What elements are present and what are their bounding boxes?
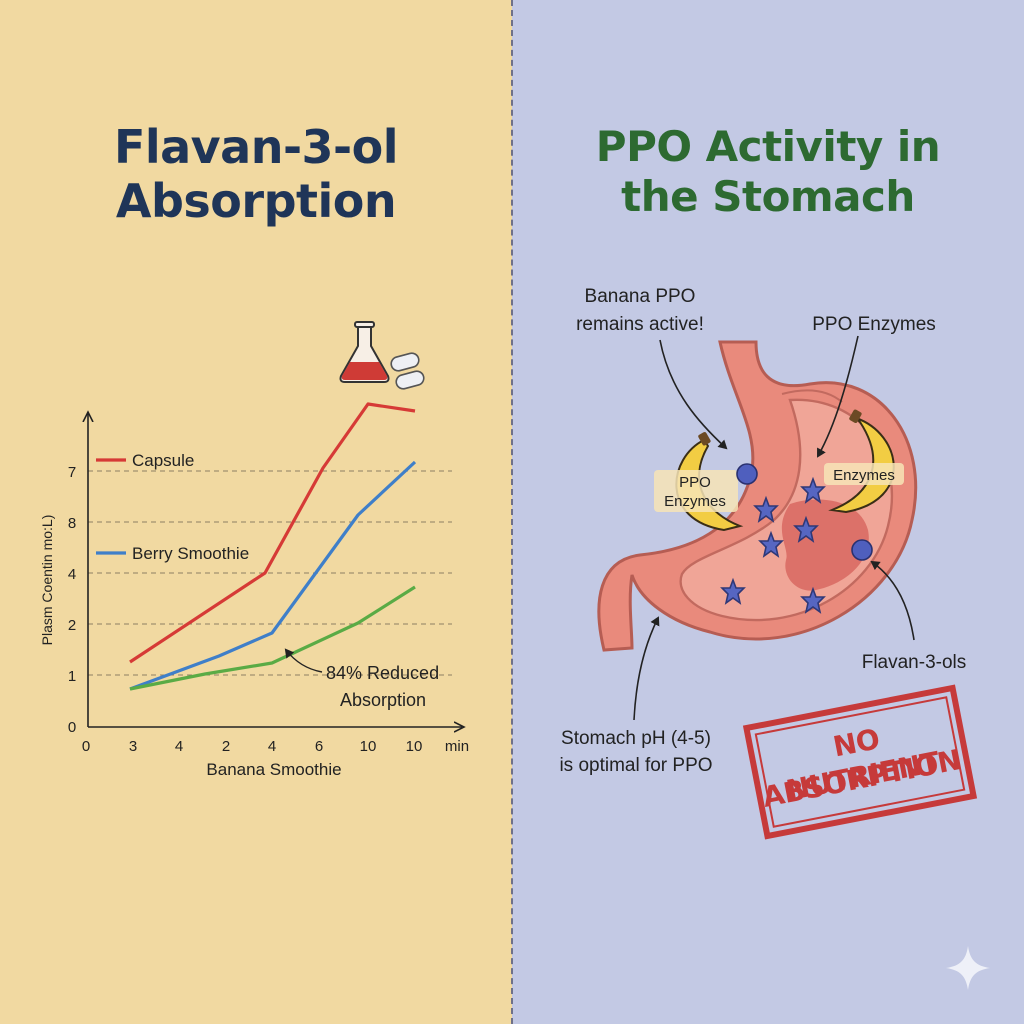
callout-arrow <box>870 560 915 641</box>
left-title-line-1: Flavan-3-ol <box>113 120 399 174</box>
flavan-3-ols-label: Flavan-3-ols <box>862 652 967 673</box>
annotation-line-2: Absorption <box>340 690 426 710</box>
y-axis-label: Plasm Coentin mo:L) <box>39 515 55 646</box>
reduced-absorption-annotation: 84% Reduced Absorption <box>284 648 439 710</box>
banana-label-bg <box>654 470 738 512</box>
berry-icon <box>736 463 758 485</box>
y-tick-label: 7 <box>68 464 76 481</box>
enzyme-star-icon <box>720 577 746 605</box>
left-panel <box>0 0 512 1024</box>
x-tick-label: 4 <box>175 738 183 755</box>
series-line-berry-smoothie <box>129 460 417 691</box>
banana-ppo-label-line-2: remains active! <box>576 314 704 335</box>
enzyme-star-icon <box>800 476 826 504</box>
panel-divider <box>511 0 513 1024</box>
stomach-labels: Banana PPO remains active! PPO Enzymes P… <box>559 286 966 776</box>
y-tick-label: 2 <box>68 617 76 634</box>
absorption-chart: 0 1 2 4 8 7 0 3 4 2 4 6 10 10 min Banana… <box>39 321 469 779</box>
y-tick-label: 8 <box>68 515 76 532</box>
x-tick-label: 0 <box>82 738 90 755</box>
x-tick-label: 2 <box>222 738 230 755</box>
enzyme-star-icon <box>758 530 784 558</box>
series-line-capsule <box>129 402 416 664</box>
stomach-illustration: Banana PPO remains active! PPO Enzymes P… <box>559 286 966 776</box>
left-title-line-2: Absorption <box>115 174 397 228</box>
sparkle-icon <box>946 946 990 990</box>
stomach-ph-label-line-2: is optimal for PPO <box>559 755 712 776</box>
flask-and-pills-icon <box>339 321 425 390</box>
right-title-line-1: PPO Activity in <box>595 122 941 171</box>
x-tick-label: 6 <box>315 738 323 755</box>
legend: Capsule Berry Smoothie <box>96 451 249 563</box>
annotation-line-1: 84% Reduced <box>326 663 439 683</box>
y-tick-label: 1 <box>68 668 76 685</box>
right-title-line-2: the Stomach <box>621 172 915 221</box>
banana-left-label-line-2: Enzymes <box>664 493 726 510</box>
stomach-fold <box>781 389 843 403</box>
x-tick-label: 4 <box>268 738 276 755</box>
banana-label-bg <box>824 463 904 485</box>
callout-arrow <box>817 335 859 458</box>
enzyme-star-icon <box>793 515 819 543</box>
callout-arrow <box>659 339 728 450</box>
legend-label-berry-smoothie: Berry Smoothie <box>132 544 249 563</box>
left-title: Flavan-3-ol Absorption <box>0 120 512 228</box>
x-tick-label: 10 <box>406 738 423 755</box>
ppo-enzymes-label: PPO Enzymes <box>812 314 936 335</box>
gridlines <box>88 470 452 676</box>
banana-icon <box>828 409 895 514</box>
enzyme-star-icon <box>753 495 779 523</box>
stomach-ph-label-line-1: Stomach pH (4-5) <box>561 728 711 749</box>
y-tick-labels: 0 1 2 4 8 7 <box>68 464 76 736</box>
annotation-arrow <box>284 648 323 673</box>
legend-label-capsule: Capsule <box>132 451 194 470</box>
x-tick-label: 3 <box>129 738 137 755</box>
x-tick-label: 10 <box>360 738 377 755</box>
y-tick-label: 0 <box>68 719 76 736</box>
berry-icon <box>851 539 873 561</box>
y-tick-label: 4 <box>68 566 76 583</box>
x-unit-label: min <box>445 738 469 755</box>
banana-right-label: Enzymes <box>833 467 895 484</box>
ppo-enzyme-star-icons <box>720 476 826 614</box>
x-axis-label: Banana Smoothie <box>206 760 341 779</box>
banana-ppo-label-line-1: Banana PPO <box>585 286 696 307</box>
flavan-3-ol-berry-icons <box>736 463 873 561</box>
right-title: PPO Activity in the Stomach <box>512 122 1024 222</box>
enzyme-star-icon <box>800 586 826 614</box>
x-tick-labels: 0 3 4 2 4 6 10 10 min <box>82 738 469 755</box>
banana-left-label-line-1: PPO <box>679 474 711 491</box>
series-line-banana-smoothie <box>129 585 416 691</box>
callout-arrow <box>633 616 660 721</box>
